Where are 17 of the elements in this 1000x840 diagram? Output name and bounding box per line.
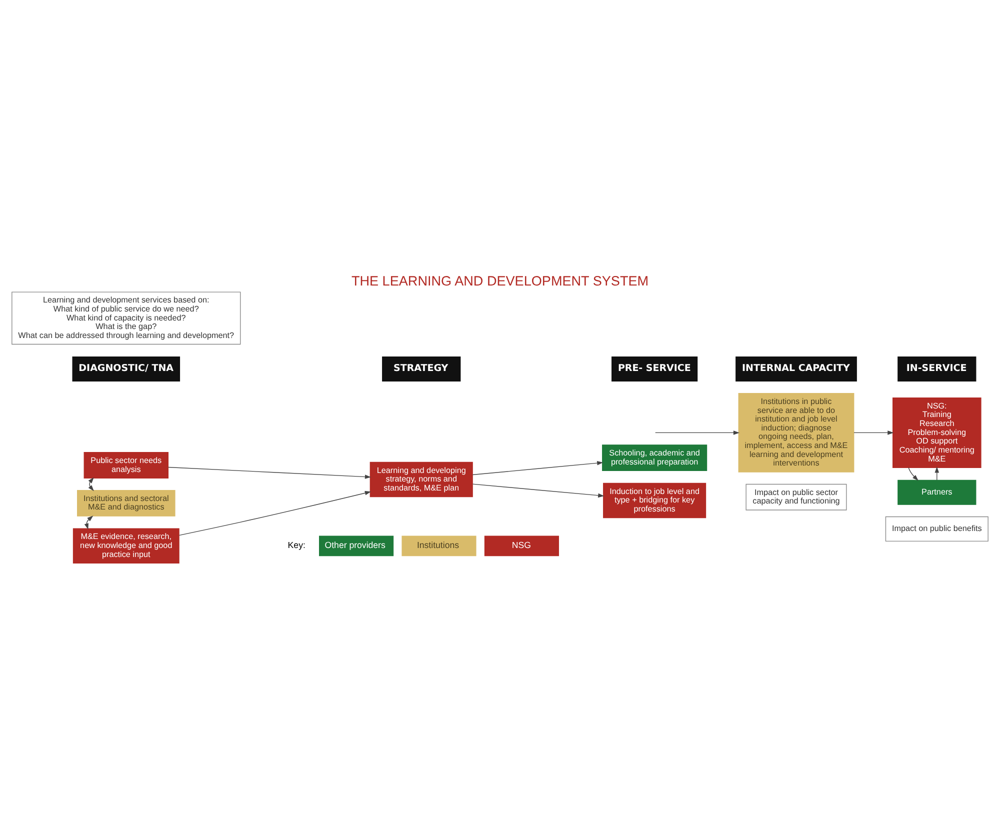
arrow (472, 460, 604, 476)
label: Key: (288, 540, 306, 550)
diagram-title: THE LEARNING AND DEVELOPMENT SYSTEM (351, 273, 649, 288)
node-box: INTERNAL CAPACITY (736, 356, 857, 382)
arrow (854, 430, 894, 435)
arrow (472, 484, 604, 498)
node-box: PRE- SERVICE (612, 356, 698, 382)
node-box: DIAGNOSTIC/ TNA (72, 356, 180, 382)
arrow (655, 430, 740, 435)
node-box: IN-SERVICE (898, 356, 976, 382)
arrow (908, 467, 918, 481)
legend-label: Institutions (416, 540, 460, 550)
arrow (178, 490, 372, 536)
legend-label: Other providers (324, 540, 386, 550)
node-box: STRATEGY (382, 356, 461, 382)
arrow (168, 466, 372, 479)
legend-label: NSG (512, 540, 531, 550)
